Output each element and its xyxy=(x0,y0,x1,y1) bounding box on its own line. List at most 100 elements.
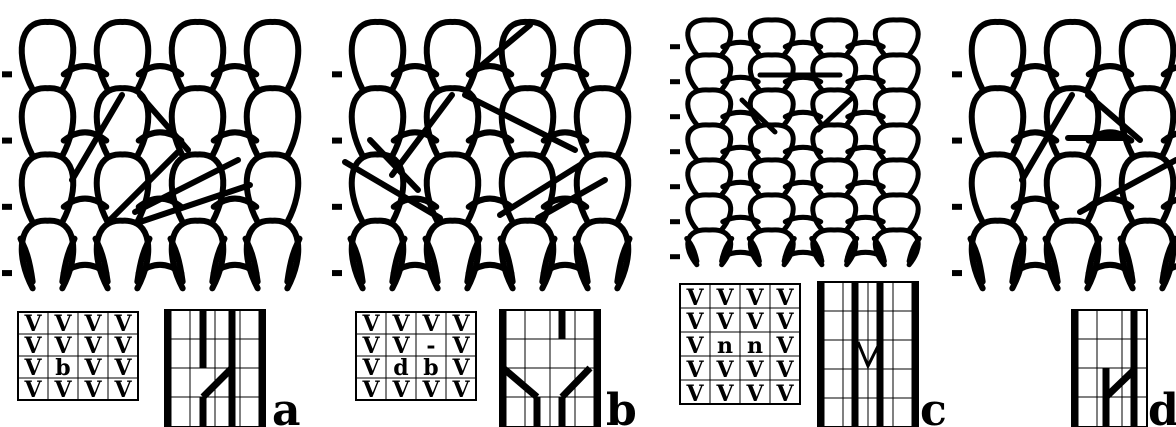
panel-a-label: a xyxy=(272,385,301,427)
stitch-symbol: V xyxy=(685,309,704,335)
knit-loop xyxy=(688,195,731,230)
knit-loop xyxy=(688,90,731,125)
panel-b-symbol-grid: VVVVVV-VVdbVVVVV xyxy=(356,311,476,403)
panel-c-needle-chart xyxy=(818,282,918,427)
stitch-symbol: V xyxy=(745,381,764,407)
knit-loop xyxy=(502,22,554,90)
knit-loop xyxy=(97,22,149,90)
knit-loop xyxy=(750,20,793,55)
knit-loop xyxy=(502,88,554,156)
hem-loop xyxy=(812,239,857,262)
knit-loop xyxy=(972,154,1024,222)
panel-a-knit-fabric xyxy=(2,22,300,288)
panel-a-needle-chart xyxy=(165,310,265,427)
panel-c-knit-fabric xyxy=(670,20,919,265)
stitch-symbol: V xyxy=(775,333,794,359)
hem-loop xyxy=(749,239,794,262)
knit-loop xyxy=(22,154,74,222)
panel-c-symbol-grid: VVVVVVVVVnnVVVVVVVVV xyxy=(680,284,800,407)
knit-loop xyxy=(247,154,299,222)
knit-loop xyxy=(22,88,74,156)
knit-loop xyxy=(813,195,856,230)
knit-loop xyxy=(427,22,479,90)
stitch-symbol: V xyxy=(745,357,764,383)
knit-loop xyxy=(352,22,404,90)
knit-loop xyxy=(688,55,731,90)
stitch-symbol: V xyxy=(685,357,704,383)
knit-loop xyxy=(1047,22,1099,90)
stitch-symbol: V xyxy=(421,377,440,403)
knit-loop xyxy=(577,88,629,156)
stitch-symbol: V xyxy=(83,377,102,403)
knit-loop xyxy=(875,160,918,195)
knit-loop xyxy=(577,22,629,90)
stitch-symbol: n xyxy=(717,333,733,359)
panel-b-transfer-strands xyxy=(345,25,605,218)
stitch-symbol: V xyxy=(391,377,410,403)
knit-loop xyxy=(875,55,918,90)
knit-loop xyxy=(688,20,731,55)
stitch-symbol: V xyxy=(775,285,794,311)
stitch-symbol: V xyxy=(775,309,794,335)
transfer-diagonal xyxy=(503,368,537,397)
stitch-symbol: V xyxy=(715,309,734,335)
knit-loop xyxy=(813,90,856,125)
transfer-strand xyxy=(500,165,580,215)
stitch-symbol: V xyxy=(745,285,764,311)
knit-loop xyxy=(172,22,224,90)
knit-loop xyxy=(875,90,918,125)
knit-loop xyxy=(1122,88,1174,156)
knit-loop xyxy=(972,22,1024,90)
knit-loop xyxy=(22,22,74,90)
knit-loop xyxy=(750,160,793,195)
knit-loop xyxy=(750,195,793,230)
transfer-diagonal xyxy=(203,368,232,397)
transfer-diagonal xyxy=(1106,370,1134,397)
panel-b-label: b xyxy=(606,385,637,427)
stitch-symbol: V xyxy=(685,285,704,311)
knit-loop xyxy=(875,195,918,230)
panel-b-knit-fabric xyxy=(332,22,630,288)
stitch-symbol: V xyxy=(715,285,734,311)
sinker-loop xyxy=(1164,132,1176,140)
knit-loop xyxy=(688,160,731,195)
panel-d-needle-chart xyxy=(1072,310,1147,427)
panel-d-label: d xyxy=(1148,385,1176,427)
knit-loop xyxy=(750,90,793,125)
stitch-symbol: V xyxy=(715,381,734,407)
knit-loop xyxy=(247,88,299,156)
stitch-symbol: V xyxy=(685,333,704,359)
hem-loop xyxy=(687,239,732,262)
stitch-symbol: V xyxy=(745,309,764,335)
knit-loop xyxy=(875,125,918,160)
stitch-symbol: V xyxy=(775,357,794,383)
stitch-symbol: V xyxy=(361,377,380,403)
stitch-symbol: V xyxy=(53,377,72,403)
stitch-symbol: n xyxy=(747,333,763,359)
knit-loop xyxy=(247,22,299,90)
panel-d: d xyxy=(952,22,1176,427)
stitch-symbol: V xyxy=(113,377,132,403)
knit-loop xyxy=(813,160,856,195)
panel-b-needle-chart xyxy=(500,310,600,427)
panel-d-knit-fabric xyxy=(952,22,1176,288)
knit-loop xyxy=(172,88,224,156)
knit-loop xyxy=(688,125,731,160)
knit-loop xyxy=(813,20,856,55)
sinker-loop xyxy=(1164,66,1176,74)
knit-loop xyxy=(750,55,793,90)
stitch-symbol: V xyxy=(775,381,794,407)
transfer-diagonal xyxy=(562,368,590,397)
panel-c-label: c xyxy=(920,385,947,427)
knit-loop xyxy=(972,88,1024,156)
transfer-strand xyxy=(465,95,575,150)
sinker-loop xyxy=(1164,199,1176,207)
stitch-symbol: V xyxy=(715,357,734,383)
stitch-symbol: V xyxy=(451,377,470,403)
panel-c: VVVVVVVVVnnVVVVVVVVV c xyxy=(670,20,947,427)
knit-loop xyxy=(1122,22,1174,90)
